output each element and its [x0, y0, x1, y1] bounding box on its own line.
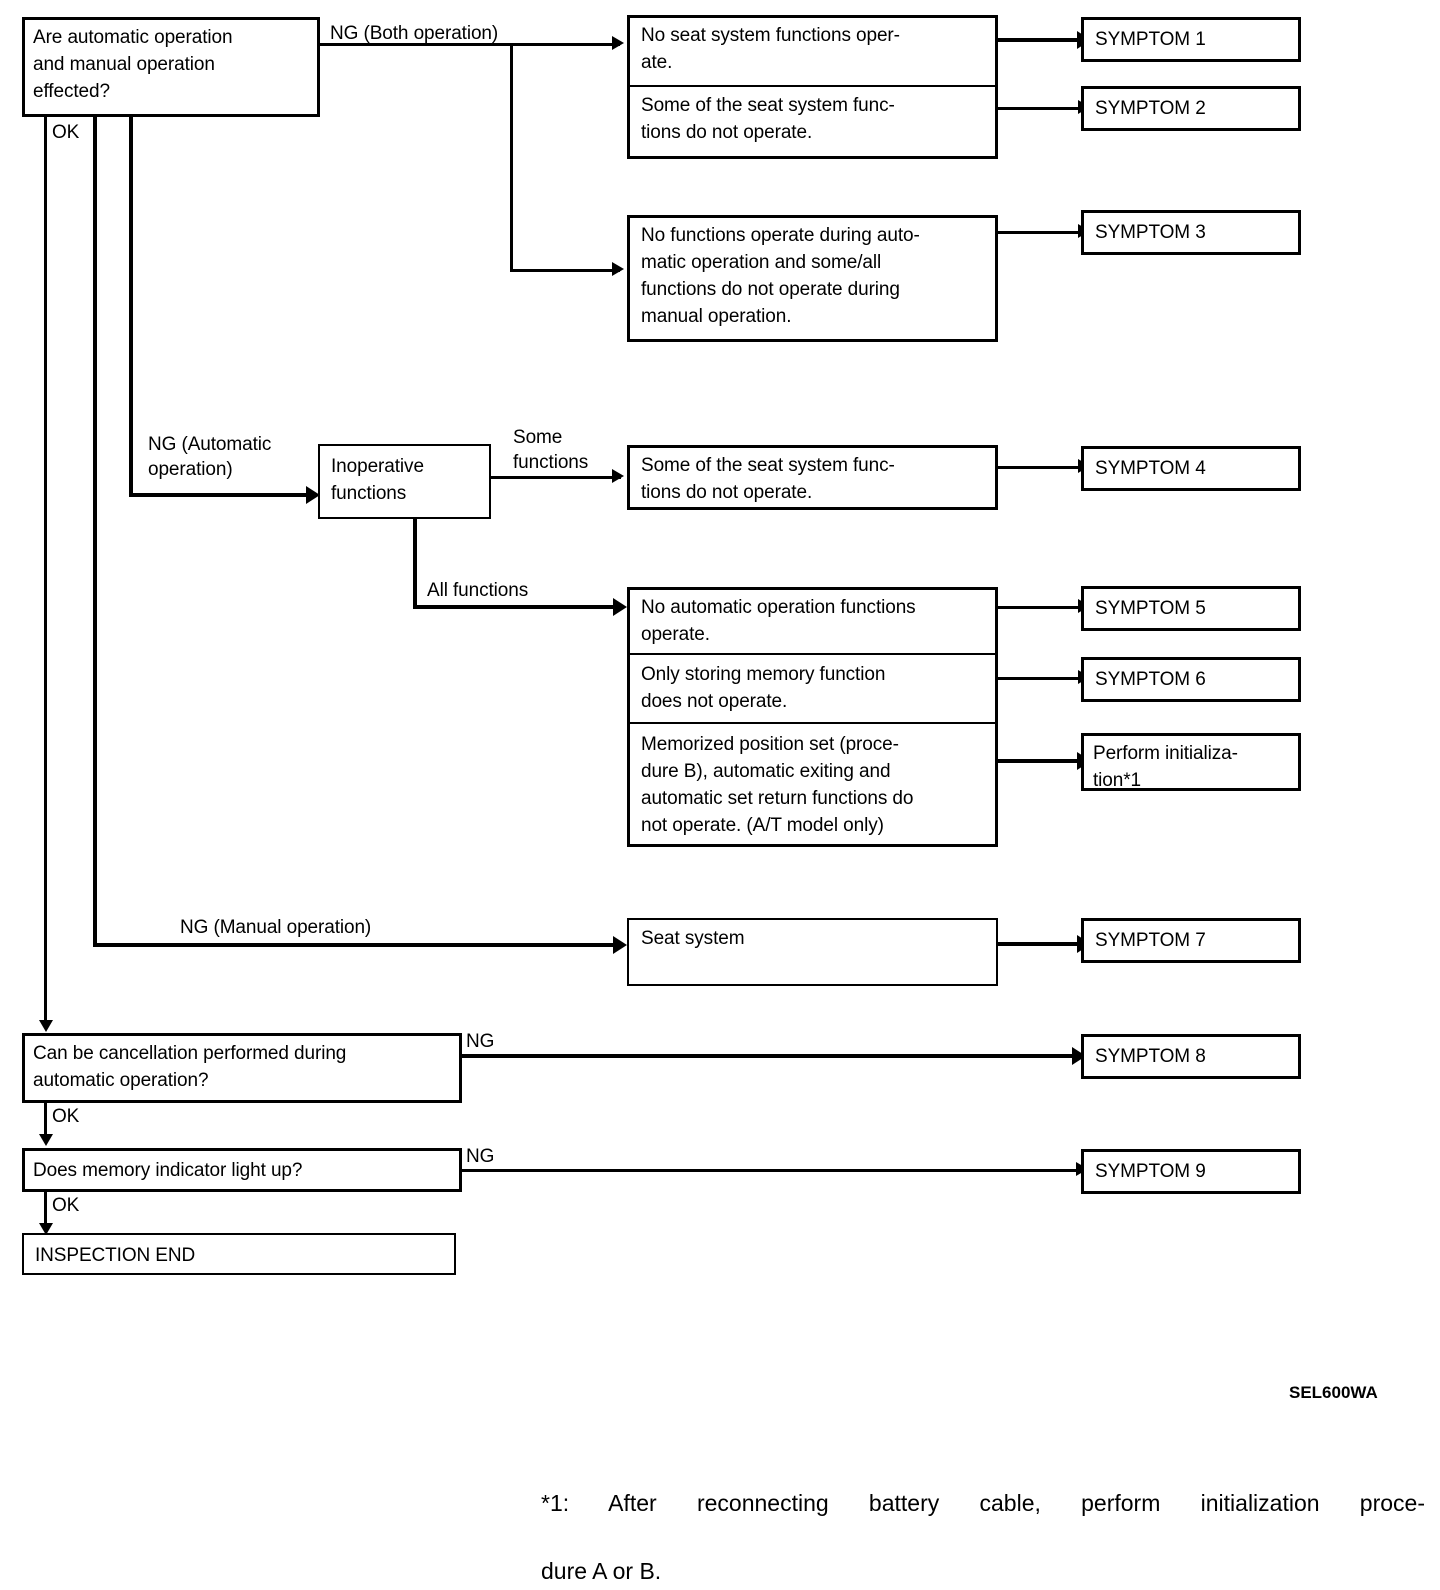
- outcome-box-symptom-3: [1081, 210, 1301, 255]
- connector-q1-ng-auto-arrowhead: [306, 486, 320, 504]
- intermediate-box-inoperative-functions: [318, 444, 491, 519]
- branch-label-some-functions: Some functions: [513, 427, 589, 473]
- outcome-box-symptom-6: [1081, 657, 1301, 702]
- connector-q1-ng-manual-arrowhead: [613, 936, 627, 954]
- outcome-symptom-8-label: SYMPTOM 8: [1095, 1046, 1206, 1067]
- outcome-box-symptom-2: [1081, 86, 1301, 131]
- branch-label-ok2: OK: [52, 1106, 80, 1127]
- condition-c7-label: Memorized position set (proce- dure B), …: [641, 734, 914, 836]
- outcome-box-symptom-9: [1081, 1149, 1301, 1194]
- outcome-perform-initialization-label: Perform initializa- tion*1: [1093, 743, 1238, 791]
- decision-box-q1-label: Are automatic operation and manual opera…: [33, 27, 233, 102]
- connector-seat-system-to-s7: [998, 942, 1082, 946]
- branch-label-ng-both: NG (Both operation): [330, 23, 499, 44]
- connector-c1-to-s1: [998, 38, 1082, 42]
- condition-c2-label: Some of the seat system func- tions do n…: [641, 95, 895, 143]
- outcome-symptom-1-label: SYMPTOM 1: [1095, 29, 1206, 50]
- decision-box-q3-label: Does memory indicator light up?: [33, 1160, 303, 1181]
- branch-label-ng-manual: NG (Manual operation): [180, 917, 372, 938]
- intermediate-seat-system-label: Seat system: [641, 928, 745, 949]
- decision-box-q2-label: Can be cancellation performed during aut…: [33, 1043, 347, 1091]
- connector-q1-ng-auto-vertical: [129, 117, 133, 497]
- connector-q3-ok-vertical: [44, 1192, 47, 1228]
- connector-q2-ok-arrowhead: [39, 1134, 53, 1146]
- connector-ng-both-drop-vertical: [510, 43, 513, 272]
- condition-box-stack-2: [627, 587, 998, 847]
- connector-q3-ng-horizontal: [462, 1169, 1084, 1172]
- condition-box-stack-2-divider-1: [629, 653, 996, 655]
- branch-label-ok1: OK: [52, 122, 80, 143]
- outcome-symptom-6-label: SYMPTOM 6: [1095, 669, 1206, 690]
- connector-q1-ng-auto-horizontal: [129, 493, 314, 497]
- condition-box-stack-1-divider: [629, 85, 996, 87]
- outcome-box-symptom-4: [1081, 446, 1301, 491]
- condition-box-c4: [627, 445, 998, 510]
- connector-ng-both-drop-arrowhead: [612, 262, 624, 276]
- branch-label-ng-q3: NG: [466, 1146, 495, 1167]
- condition-box-stack-1: [627, 15, 998, 159]
- connector-c4-to-s4: [998, 466, 1084, 469]
- figure-code: SEL600WA: [1289, 1383, 1378, 1402]
- connector-q2-ok-vertical: [44, 1103, 47, 1139]
- footnote-line-1: *1: After reconnecting battery cable, pe…: [541, 1490, 1425, 1516]
- connector-c6-to-s6: [998, 677, 1084, 680]
- connector-q1-ng-manual-horizontal: [93, 943, 621, 947]
- branch-label-all-functions: All functions: [427, 580, 529, 601]
- footnote-line-2: dure A or B.: [541, 1558, 662, 1584]
- decision-box-q1: [22, 17, 320, 117]
- outcome-symptom-5-label: SYMPTOM 5: [1095, 598, 1206, 619]
- condition-c4-label: Some of the seat system func- tions do n…: [641, 455, 895, 503]
- branch-label-ng-q2: NG: [466, 1031, 495, 1052]
- connector-all-functions-horizontal: [413, 605, 621, 609]
- connector-c2-to-s2: [998, 107, 1084, 110]
- connector-c7-to-init: [998, 759, 1082, 763]
- terminal-box-inspection-end: [22, 1233, 456, 1275]
- connector-q1-ng-manual-vertical: [93, 117, 97, 947]
- intermediate-inoperative-functions-label: Inoperative functions: [331, 456, 424, 504]
- outcome-symptom-2-label: SYMPTOM 2: [1095, 98, 1206, 119]
- condition-box-stack-2-divider-2: [629, 722, 996, 724]
- connector-c5-to-s5: [998, 606, 1084, 609]
- branch-label-ng-auto: NG (Automatic operation): [148, 434, 272, 480]
- outcome-symptom-4-label: SYMPTOM 4: [1095, 458, 1206, 479]
- condition-c3-label: No functions operate during auto- matic …: [641, 225, 920, 327]
- connector-some-functions-arrowhead: [612, 469, 624, 483]
- condition-c5-label: No automatic operation functions operate…: [641, 597, 916, 645]
- outcome-box-symptom-5: [1081, 586, 1301, 631]
- outcome-symptom-3-label: SYMPTOM 3: [1095, 222, 1206, 243]
- outcome-box-symptom-8: [1081, 1034, 1301, 1079]
- terminal-inspection-end-label: INSPECTION END: [35, 1245, 196, 1266]
- connector-all-functions-arrowhead: [613, 598, 627, 616]
- connector-c3-to-s3: [998, 231, 1084, 234]
- intermediate-box-seat-system: [627, 918, 998, 986]
- condition-c6-label: Only storing memory function does not op…: [641, 664, 886, 712]
- outcome-symptom-9-label: SYMPTOM 9: [1095, 1161, 1206, 1182]
- footnote-block: *1: After reconnecting battery cable, pe…: [541, 1452, 1425, 1590]
- outcome-box-symptom-1: [1081, 17, 1301, 62]
- connector-ng-both-drop-horizontal: [510, 269, 620, 272]
- outcome-box-perform-initialization: [1081, 733, 1301, 791]
- connector-q2-ng-horizontal: [462, 1054, 1082, 1058]
- outcome-symptom-7-label: SYMPTOM 7: [1095, 930, 1206, 951]
- decision-box-q3: [22, 1148, 462, 1192]
- connector-q1-ok-vertical: [44, 117, 47, 1022]
- connector-q1-ng-both-horizontal: [320, 43, 620, 46]
- branch-label-ok3: OK: [52, 1195, 80, 1216]
- decision-box-q2: [22, 1033, 462, 1103]
- condition-c1-label: No seat system functions oper- ate.: [641, 25, 900, 73]
- connector-q1-ng-both-arrowhead: [612, 36, 624, 50]
- outcome-box-symptom-7: [1081, 918, 1301, 963]
- connector-q1-ok-arrowhead: [39, 1020, 53, 1032]
- condition-box-c3: [627, 215, 998, 342]
- connector-q3-ok-arrowhead: [39, 1223, 53, 1235]
- connector-some-functions-horizontal: [491, 476, 621, 479]
- connector-all-functions-vertical: [413, 519, 417, 609]
